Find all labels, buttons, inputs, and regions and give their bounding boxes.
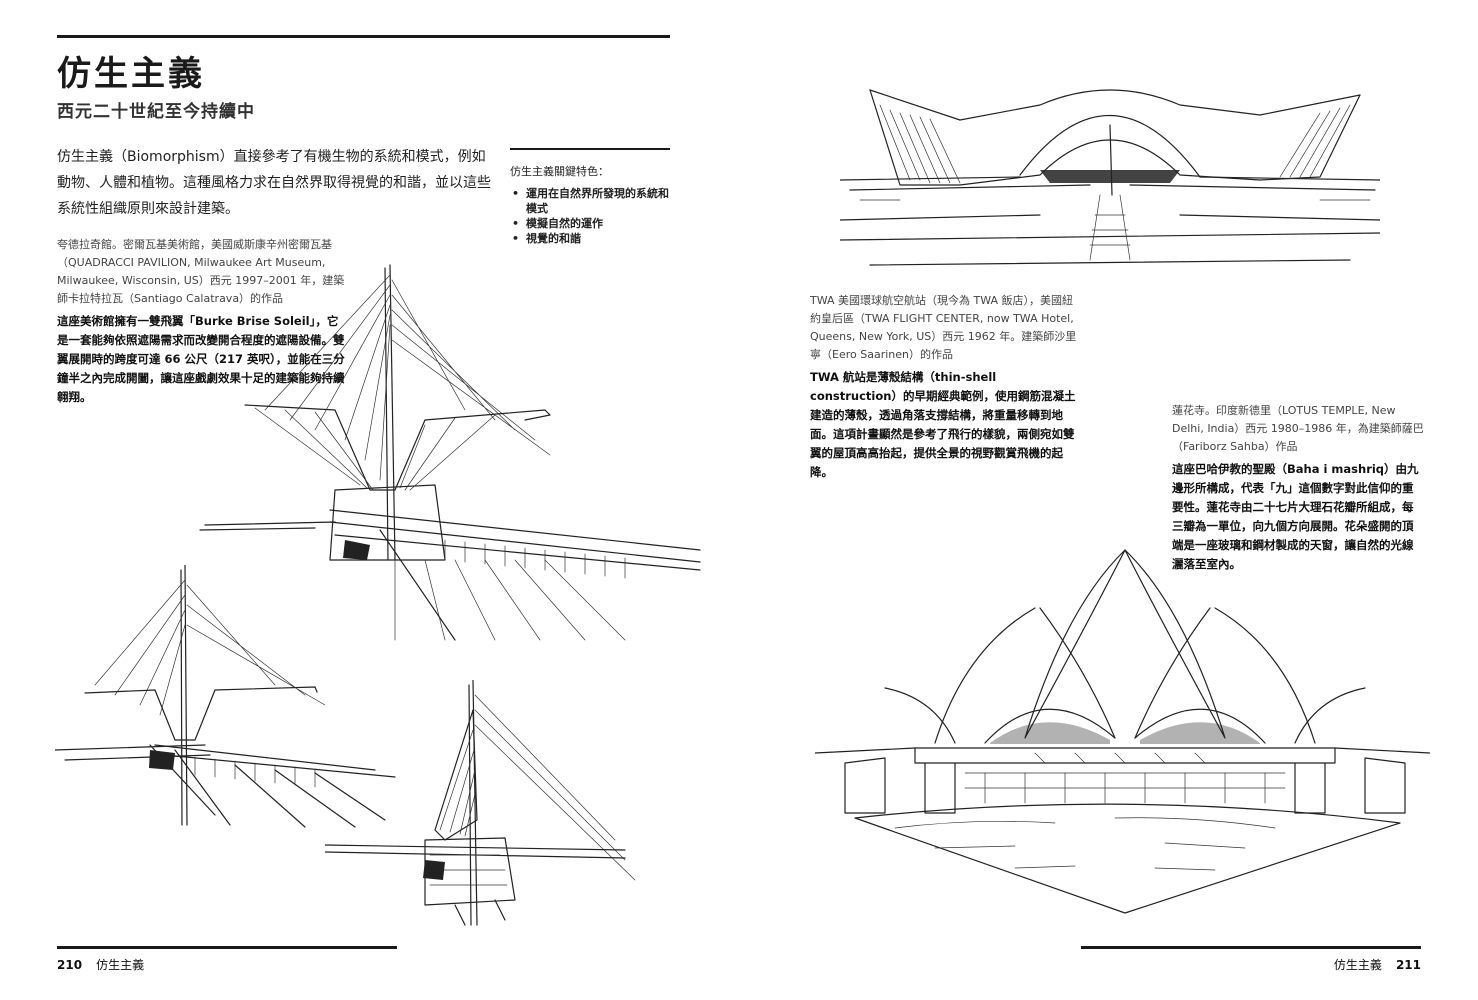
twa-description: TWA 航站是薄殼結構（thin-shell construction）的早期經… — [810, 370, 1076, 479]
quadracci-caption: 夸德拉奇館。密爾瓦基美術館，美國威斯康辛州密爾瓦基（QUADRACCI PAVI… — [57, 238, 345, 305]
feature-item: 模擬自然的運作 — [510, 216, 675, 231]
page-number-left: 210 — [57, 958, 83, 972]
twa-caption: TWA 美國環球航空航站（現今為 TWA 飯店），美國紐約皇后區（TWA FLI… — [810, 294, 1077, 361]
section-name-left: 仿生主義 — [96, 958, 145, 972]
quadracci-sketch-3 — [325, 680, 636, 926]
lotus-description: 這座巴哈伊教的聖殿（Baha i mashriq）由九邊形所構成，代表「九」這個… — [1172, 462, 1419, 571]
features-list: 運用在自然界所發現的系統和模式 模擬自然的運作 視覺的和諧 — [510, 186, 675, 246]
features-title: 仿生主義關鍵特色： — [510, 165, 609, 178]
lotus-temple-sketch — [815, 549, 1430, 914]
bottom-rule-right — [1081, 946, 1421, 949]
quadracci-description: 這座美術館擁有一雙飛翼「Burke Brise Soleil」，它是一套能夠依照… — [57, 314, 345, 404]
feature-item: 視覺的和諧 — [510, 231, 675, 246]
page-subtitle: 西元二十世紀至今持續中 — [57, 102, 255, 122]
folio-right: 仿生主義 211 — [1334, 957, 1421, 973]
intro-paragraph: 仿生主義（Biomorphism）直接參考了有機生物的系統和模式，例如動物、人體… — [57, 149, 491, 217]
section-name-right: 仿生主義 — [1333, 958, 1382, 972]
top-rule-left — [57, 35, 670, 38]
page-title: 仿生主義 — [57, 54, 205, 94]
folio-left: 210 仿生主義 — [57, 957, 144, 973]
bottom-rule-left — [57, 946, 397, 949]
lotus-caption: 蓮花寺。印度新德里（LOTUS TEMPLE, New Delhi, India… — [1172, 404, 1424, 453]
twa-flight-center-sketch — [840, 89, 1380, 266]
quadracci-sketch-2 — [55, 565, 396, 828]
quadracci-pavilion-sketch — [199, 264, 701, 641]
feature-item: 運用在自然界所發現的系統和模式 — [510, 186, 675, 216]
page-number-right: 211 — [1395, 958, 1421, 972]
features-rule — [510, 148, 670, 150]
